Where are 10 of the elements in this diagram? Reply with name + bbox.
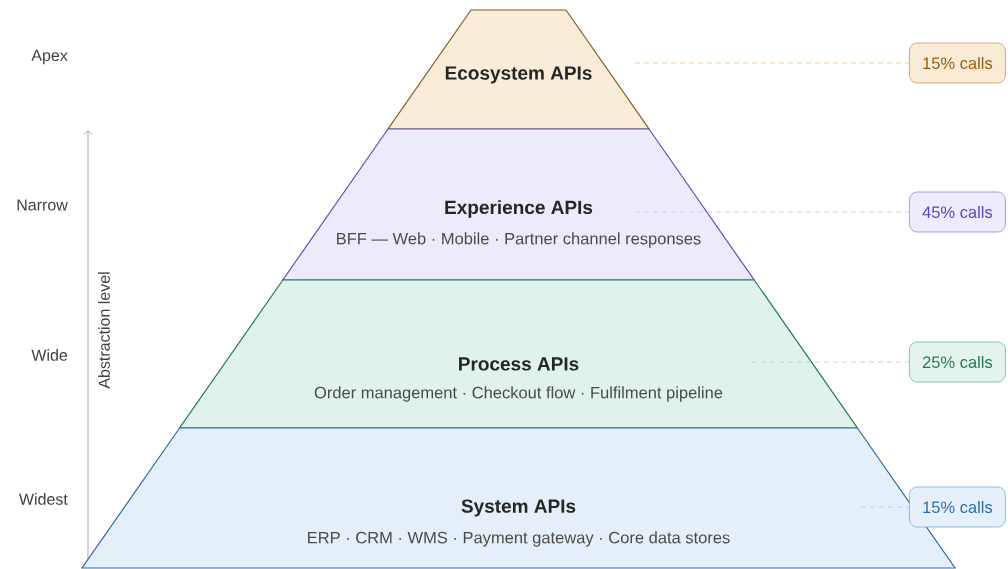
axis-label: Abstraction level: [98, 272, 110, 389]
leader-line: [634, 62, 910, 64]
level-label: Apex: [31, 49, 68, 65]
percentage-badge: 45% calls: [909, 191, 1006, 233]
level-label: Narrow: [17, 199, 68, 211]
level-label: Wide: [31, 349, 68, 361]
percentage-badge: 25% calls: [909, 341, 1006, 383]
leader-line: [751, 361, 910, 363]
percentage-badge: 15% calls: [909, 42, 1006, 84]
percentage-badge: 15% calls: [909, 486, 1006, 528]
